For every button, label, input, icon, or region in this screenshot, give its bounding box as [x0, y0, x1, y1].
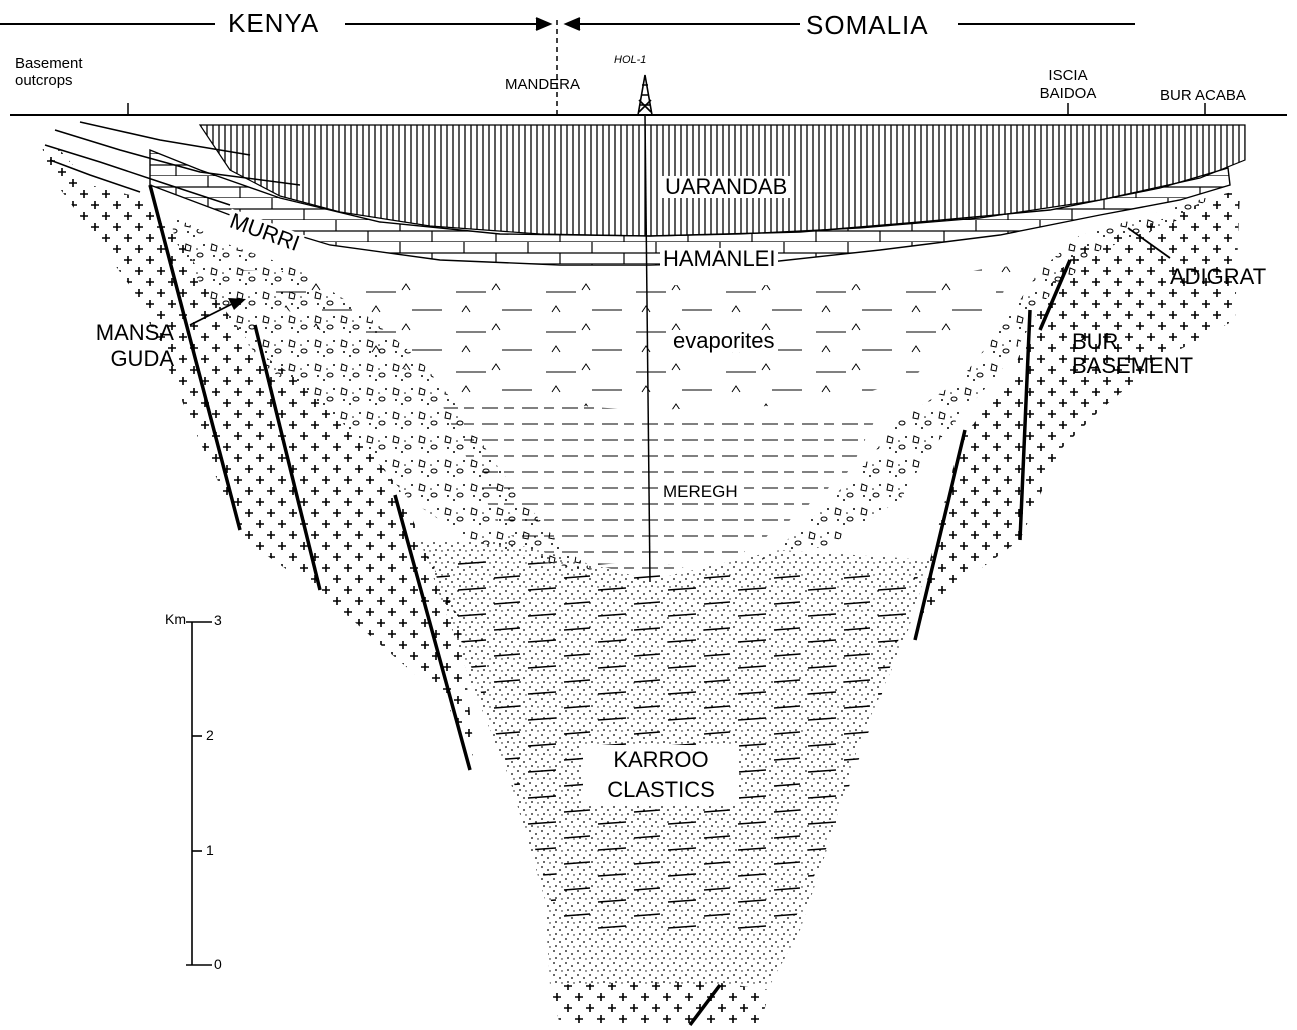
scale-bar [186, 622, 212, 965]
basin-floor-basement [550, 980, 770, 1025]
scale-tick-1: 1 [206, 843, 214, 857]
karroo-clastics-label: KARROO CLASTICS [583, 745, 739, 805]
bur-acaba-label: BUR ACABA [1160, 88, 1246, 103]
header-arrows [0, 18, 1135, 30]
bur-basement-label: BUR BASEMENT [1072, 330, 1232, 378]
scale-tick-3: 3 [214, 613, 222, 627]
uarandab-label: UARANDAB [662, 176, 790, 198]
kenya-label: KENYA [225, 10, 322, 36]
scale-tick-0: 0 [214, 957, 222, 971]
adigrat-label: ADIGRAT [1170, 266, 1266, 288]
iscia-baidoa-label: ISCIA BAIDOA [1038, 67, 1098, 103]
evaporites-label: evaporites [670, 330, 778, 352]
well-name-label: HOL-1 [614, 55, 646, 66]
basement-outcrops-label: Basement outcrops [15, 55, 125, 89]
mansa-guda-label: MANSA GUDA [64, 320, 174, 372]
well-derrick [638, 75, 652, 115]
somalia-label: SOMALIA [803, 12, 932, 38]
scale-unit-label: Km [165, 612, 186, 626]
mandera-label: MANDERA [505, 77, 580, 92]
meregh-label: MEREGH [660, 483, 741, 500]
scale-tick-2: 2 [206, 728, 214, 742]
hamanlei-label: HAMANLEI [660, 248, 778, 270]
